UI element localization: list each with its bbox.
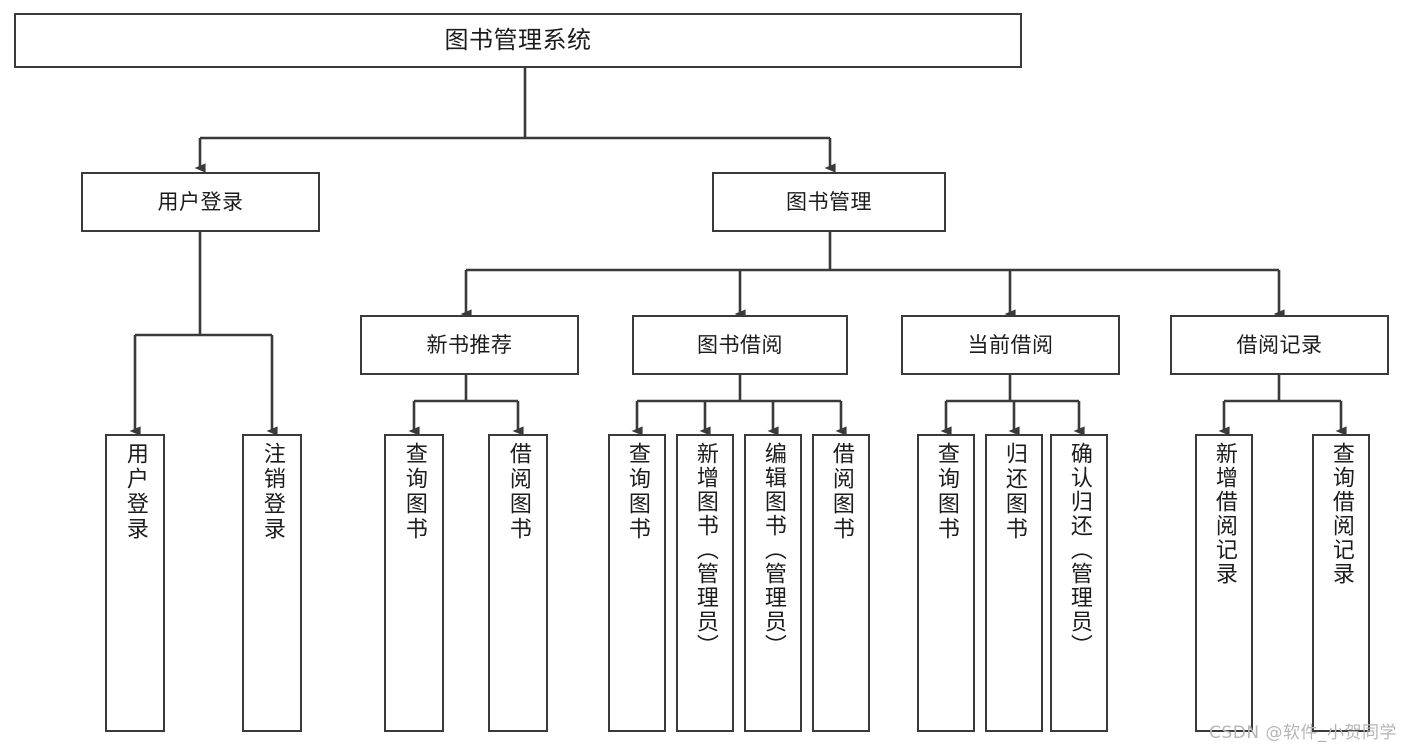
node-label: 新增借阅记录 xyxy=(1211,442,1237,586)
node-label: 用户登录 xyxy=(157,189,244,214)
node-borrow-record[interactable]: 借阅记录 xyxy=(1170,315,1389,375)
node-root-system[interactable]: 图书管理系统 xyxy=(14,13,1022,68)
leaf-logout[interactable]: 注销登录 xyxy=(242,434,302,732)
leaf-user-login[interactable]: 用户登录 xyxy=(105,434,165,732)
leaf-borrow-book-bb[interactable]: 借阅图书 xyxy=(812,434,870,732)
node-new-book-recommend[interactable]: 新书推荐 xyxy=(360,315,579,375)
node-label: 图书管理系统 xyxy=(444,26,592,55)
leaf-query-borrow-record[interactable]: 查询借阅记录 xyxy=(1312,434,1370,732)
node-label: 查询借阅记录 xyxy=(1328,442,1354,586)
leaf-query-book-cb[interactable]: 查询图书 xyxy=(917,434,975,732)
node-current-borrow[interactable]: 当前借阅 xyxy=(901,315,1120,375)
node-book-borrow[interactable]: 图书借阅 xyxy=(632,315,848,375)
node-label: 查询图书 xyxy=(933,442,959,542)
leaf-borrow-book-new[interactable]: 借阅图书 xyxy=(488,434,548,732)
node-label: 查询图书 xyxy=(401,442,427,542)
node-label: 图书借阅 xyxy=(697,332,783,357)
leaf-return-book[interactable]: 归还图书 xyxy=(985,434,1043,732)
leaf-query-book-bb[interactable]: 查询图书 xyxy=(608,434,666,732)
node-label: 确认归还（管理员） xyxy=(1066,442,1092,658)
leaf-add-borrow-record[interactable]: 新增借阅记录 xyxy=(1195,434,1253,732)
watermark: CSDN @软件_小贺同学 xyxy=(1209,723,1397,743)
node-label: 借阅图书 xyxy=(505,442,531,542)
leaf-query-book-new[interactable]: 查询图书 xyxy=(384,434,444,732)
node-label: 注销登录 xyxy=(259,442,285,542)
leaf-edit-book-admin[interactable]: 编辑图书（管理员） xyxy=(744,434,802,732)
leaf-add-book-admin[interactable]: 新增图书（管理员） xyxy=(676,434,734,732)
leaf-confirm-return-admin[interactable]: 确认归还（管理员） xyxy=(1050,434,1108,732)
node-label: 借阅图书 xyxy=(828,442,854,542)
node-label: 图书管理 xyxy=(786,189,872,214)
node-label: 借阅记录 xyxy=(1236,332,1323,357)
node-label: 新书推荐 xyxy=(426,332,513,357)
node-label: 编辑图书（管理员） xyxy=(760,442,786,658)
node-label: 用户登录 xyxy=(122,442,148,542)
node-book-management[interactable]: 图书管理 xyxy=(712,172,946,232)
node-label: 归还图书 xyxy=(1001,442,1027,542)
node-label: 新增图书（管理员） xyxy=(692,442,718,658)
node-label: 当前借阅 xyxy=(967,332,1054,357)
node-user-login[interactable]: 用户登录 xyxy=(81,172,320,232)
node-label: 查询图书 xyxy=(624,442,650,542)
